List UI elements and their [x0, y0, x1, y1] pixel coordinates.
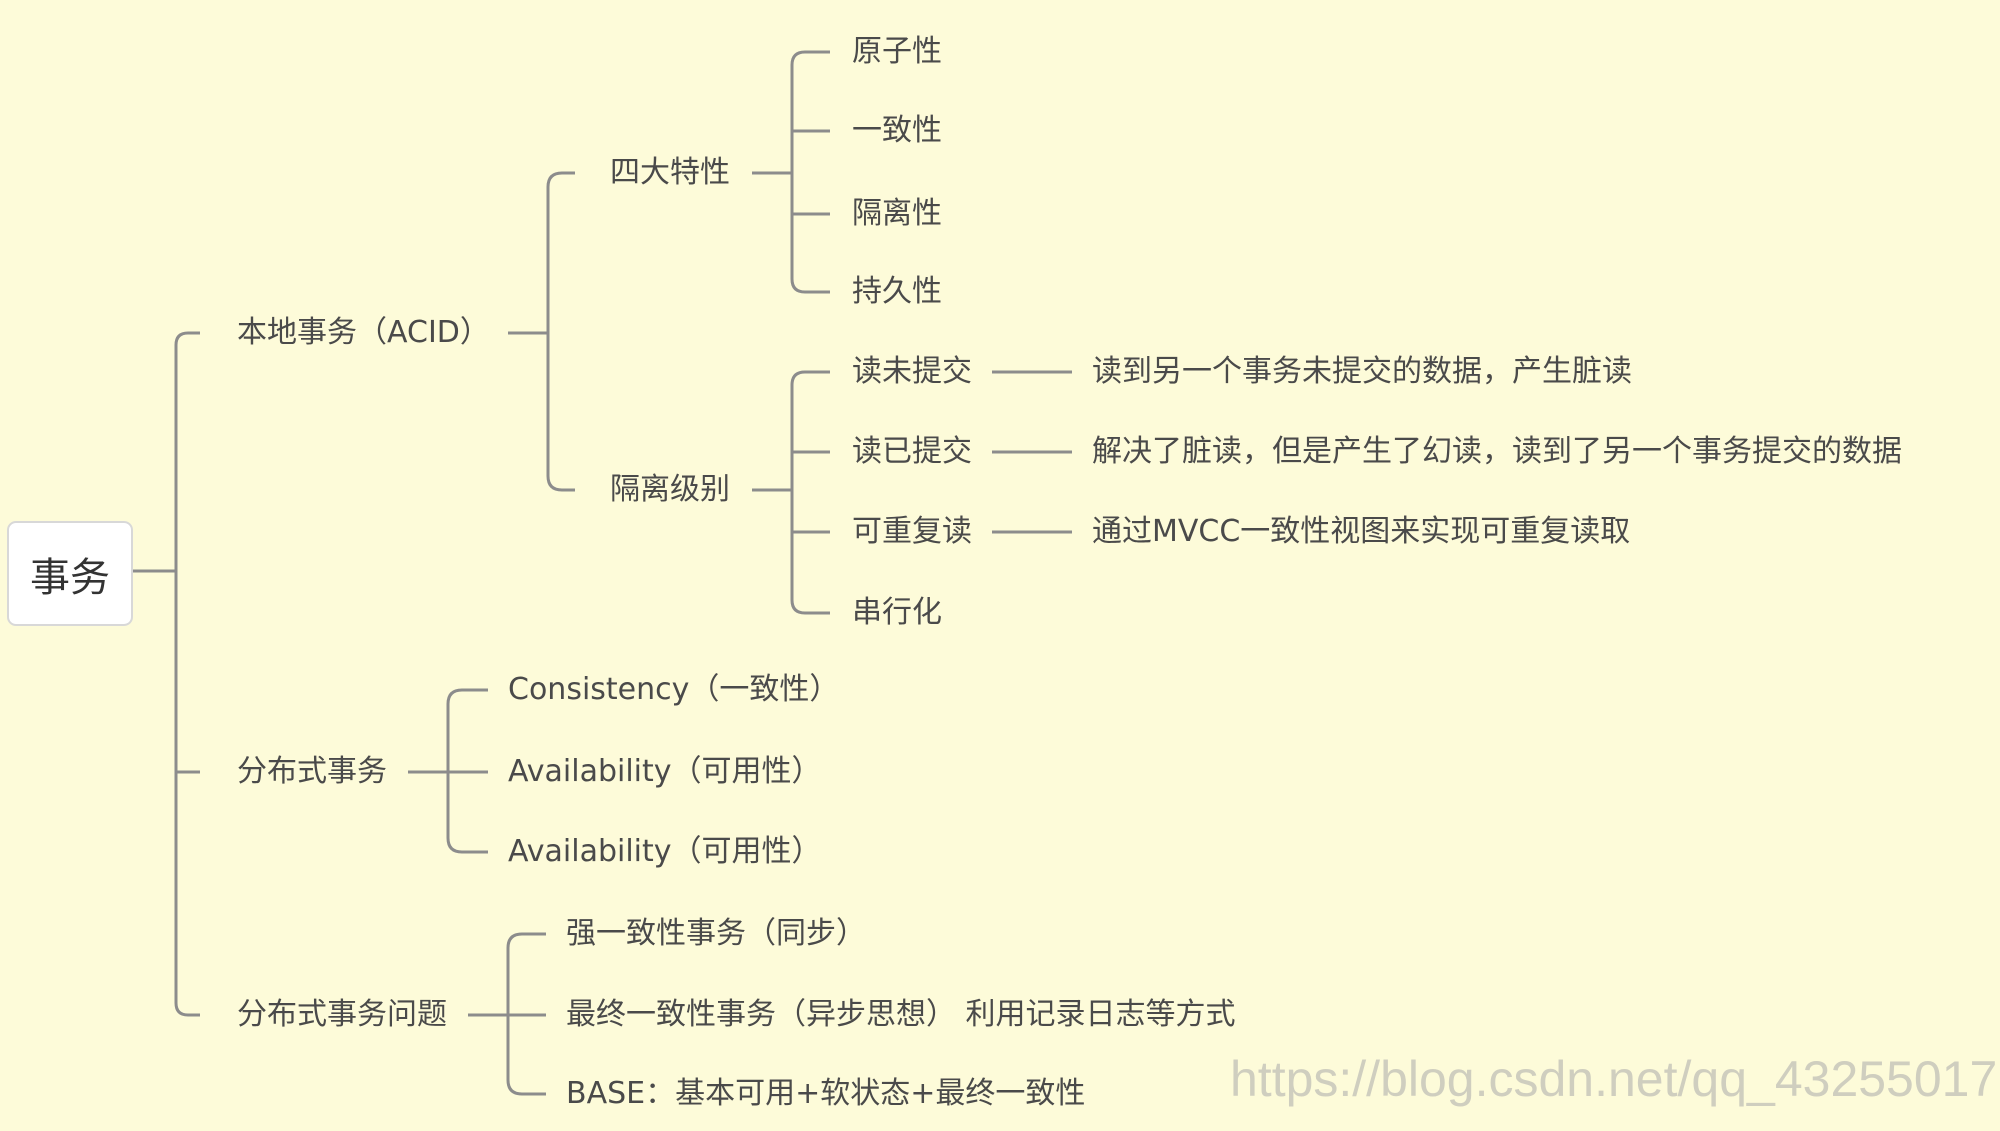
node-consistency[interactable]: 一致性 — [852, 113, 942, 148]
node-read-committed[interactable]: 读已提交 — [852, 434, 972, 469]
node-cap-availability[interactable]: Availability（可用性） — [508, 754, 822, 789]
note-read-committed[interactable]: 解决了脏读，但是产生了幻读，读到了另一个事务提交的数据 — [1092, 434, 1902, 469]
node-read-uncommitted[interactable]: 读未提交 — [852, 354, 972, 389]
node-cap-consistency[interactable]: Consistency（一致性） — [508, 672, 840, 707]
root-label: 事务 — [30, 554, 110, 601]
watermark: https://blog.csdn.net/qq_43255017 — [1230, 1051, 1998, 1107]
node-durability[interactable]: 持久性 — [852, 274, 942, 309]
node-cap-availability-2[interactable]: Availability（可用性） — [508, 834, 822, 869]
node-local-transaction[interactable]: 本地事务（ACID） — [237, 315, 490, 350]
connector-root-trunk — [174, 331, 200, 1017]
node-base[interactable]: BASE：基本可用+软状态+最终一致性 — [566, 1076, 1086, 1111]
node-acid-properties[interactable]: 四大特性 — [610, 155, 730, 190]
node-eventual-consistency[interactable]: 最终一致性事务（异步思想） 利用记录日志等方式 — [566, 997, 1236, 1032]
root-node[interactable]: 事务 — [7, 521, 133, 626]
node-isolation[interactable]: 隔离性 — [852, 196, 942, 231]
node-repeatable-read[interactable]: 可重复读 — [852, 514, 972, 549]
connector-acid-trunk — [790, 50, 830, 294]
connector-isolation-trunk — [790, 370, 830, 615]
node-atomicity[interactable]: 原子性 — [852, 34, 942, 69]
note-repeatable-read[interactable]: 通过MVCC一致性视图来实现可重复读取 — [1092, 514, 1631, 549]
node-distributed-problems[interactable]: 分布式事务问题 — [237, 997, 447, 1032]
node-distributed-transaction[interactable]: 分布式事务 — [237, 754, 387, 789]
connector-local-trunk — [546, 171, 575, 492]
node-serializable[interactable]: 串行化 — [852, 595, 942, 630]
note-read-uncommitted[interactable]: 读到另一个事务未提交的数据，产生脏读 — [1092, 354, 1632, 389]
node-isolation-levels[interactable]: 隔离级别 — [610, 472, 730, 507]
node-strong-consistency[interactable]: 强一致性事务（同步） — [566, 916, 866, 951]
